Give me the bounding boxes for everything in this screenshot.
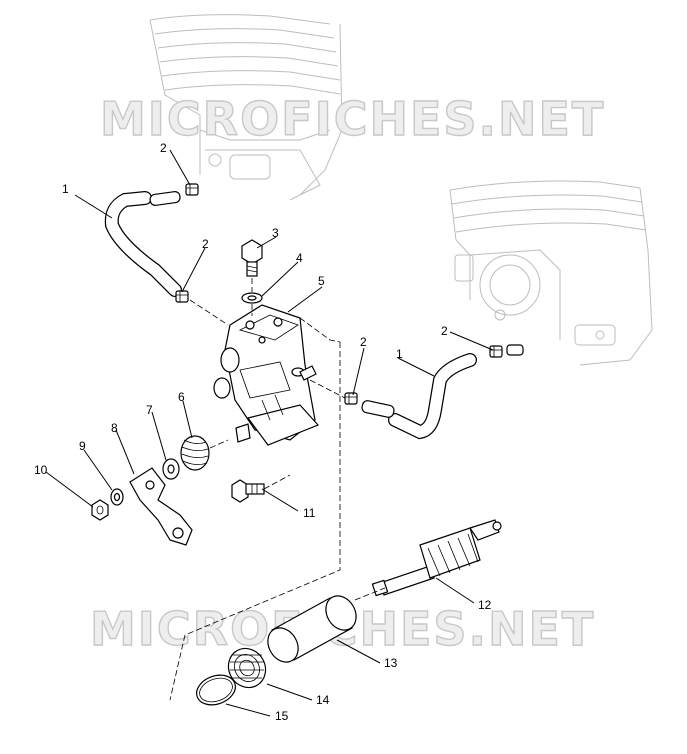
return-spring (180, 435, 210, 471)
callout-12: 12 (478, 598, 492, 612)
flat-washer-7 (162, 458, 180, 480)
callout-5: 5 (318, 274, 325, 288)
assembly-line-lever (209, 439, 229, 449)
callout-8: 8 (111, 421, 118, 435)
callout-9: 9 (79, 439, 86, 453)
callout-2-mid: 2 (202, 237, 209, 251)
assembly-line-bolt (263, 474, 291, 490)
sealing-washer (241, 292, 263, 304)
callout-7: 7 (146, 403, 153, 417)
callout-2-far-right: 2 (441, 324, 448, 338)
mounting-bolt (231, 479, 265, 503)
oil-hose-left (104, 191, 182, 297)
banjo-bolt (241, 239, 263, 277)
pump-drive-gear-shaft (371, 519, 502, 597)
lever-nut (91, 499, 109, 521)
callout-2-top: 2 (160, 141, 167, 155)
assembly-line-shaft (354, 587, 386, 601)
oil-hose-right (361, 353, 477, 440)
assembly-line-hose-left (189, 299, 229, 326)
o-ring (196, 674, 236, 706)
callout-10: 10 (34, 463, 48, 477)
assembly-line-hose (299, 317, 346, 399)
shaft-collar (267, 595, 357, 663)
callout-2-right: 2 (360, 335, 367, 349)
hose-clamp-1 (185, 183, 199, 196)
callout-13: 13 (384, 656, 398, 670)
callout-14: 14 (316, 693, 330, 707)
shaft-oil-seal (227, 647, 267, 689)
callout-11: 11 (303, 506, 316, 520)
watermark-top: MICROFICHES.NET (100, 92, 605, 146)
callout-4: 4 (296, 251, 303, 265)
callout-6: 6 (178, 390, 185, 404)
engine-outline-lower (449, 180, 653, 366)
assembly-line-pump-to-shaft (169, 342, 341, 701)
callout-1-left: 1 (62, 182, 69, 196)
leader-lines (45, 149, 494, 717)
callout-15: 15 (275, 709, 289, 723)
hose-clamp-4 (489, 344, 524, 358)
hose-clamp-3 (344, 392, 358, 405)
oil-pump-body (213, 304, 320, 446)
hose-clamp-2 (175, 290, 189, 303)
pump-control-lever (129, 467, 193, 546)
lock-washer-9 (110, 488, 124, 506)
callout-3: 3 (272, 226, 279, 240)
callout-1-right: 1 (396, 347, 403, 361)
engine-outline-upper (149, 14, 343, 201)
